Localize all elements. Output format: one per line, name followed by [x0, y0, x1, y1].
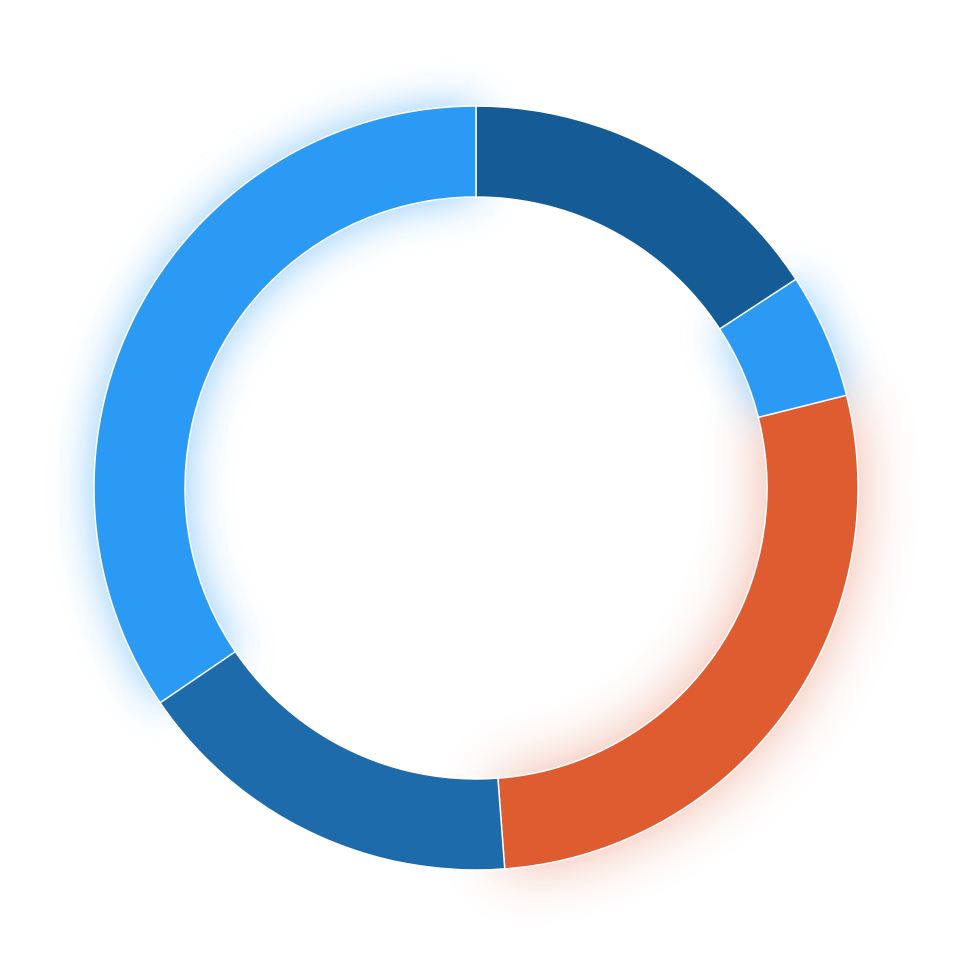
donut-slice-1[interactable]: [475, 105, 797, 331]
donut-slice-4[interactable]: [159, 650, 506, 871]
slice-layer: [93, 105, 859, 871]
donut-slice-5[interactable]: [93, 105, 477, 704]
donut-slice-3[interactable]: [497, 394, 859, 870]
